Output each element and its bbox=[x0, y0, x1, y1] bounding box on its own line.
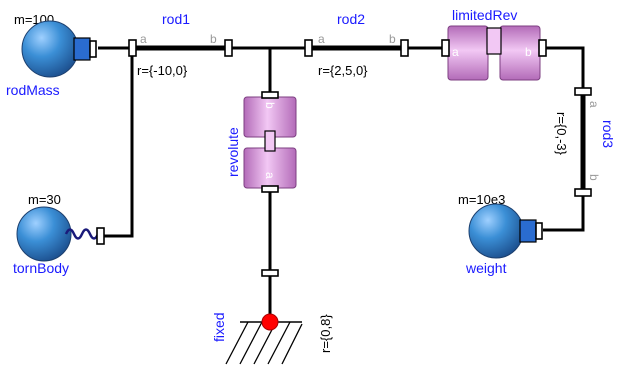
rod2-flange-a[interactable] bbox=[304, 39, 313, 57]
limitedrev-flange-a[interactable] bbox=[441, 39, 450, 57]
revolute-flange-b[interactable] bbox=[261, 91, 279, 99]
connection-wires bbox=[98, 46, 585, 273]
rod1[interactable]: rod1 a b r={-10,0} bbox=[128, 11, 233, 78]
revolute-label: revolute bbox=[225, 127, 241, 177]
rod3-param: r={0,-3} bbox=[554, 112, 569, 156]
rod3-flange-a[interactable] bbox=[574, 87, 592, 96]
rodmass-label: rodMass bbox=[6, 82, 60, 98]
revolute-housing-a bbox=[243, 147, 297, 189]
rod2[interactable]: rod2 a b r={2,5,0} bbox=[304, 11, 409, 78]
revolute-joint[interactable]: b a revolute bbox=[225, 91, 297, 193]
revolute-axis bbox=[264, 130, 276, 152]
wire-rod1-tornbody[interactable] bbox=[104, 48, 134, 238]
rod2-port-b-label: b bbox=[389, 32, 396, 46]
limitedrev-axis bbox=[486, 27, 502, 55]
tornbody-label: tornBody bbox=[13, 260, 69, 276]
rod3-flange-b[interactable] bbox=[574, 188, 592, 197]
revolute-port-b-label: b bbox=[263, 102, 277, 109]
limitedrev-port-b-label: b bbox=[525, 45, 532, 59]
rod1-flange-b[interactable] bbox=[224, 39, 233, 57]
rod1-flange-a[interactable] bbox=[128, 39, 137, 57]
rod3[interactable]: a b rod3 r={0,-3} bbox=[554, 87, 616, 197]
wire-rod3-weight[interactable] bbox=[543, 192, 585, 232]
fixed-hatch bbox=[225, 321, 303, 365]
weight-label: weight bbox=[465, 260, 507, 276]
fixed-ground[interactable]: fixed r={0,8} bbox=[211, 269, 333, 365]
rod2-param: r={2,5,0} bbox=[318, 63, 368, 78]
revolute-port-a-label: a bbox=[263, 172, 277, 179]
rodmass-flange bbox=[89, 40, 97, 58]
limitedrev-flange-b[interactable] bbox=[538, 39, 547, 57]
fixed-label: fixed bbox=[211, 312, 227, 342]
rod3-port-a-label: a bbox=[587, 101, 601, 108]
rod2-port-a-label: a bbox=[318, 32, 325, 46]
rod1-param: r={-10,0} bbox=[137, 63, 188, 78]
tornbody-spring bbox=[64, 228, 100, 240]
rod2-flange-b[interactable] bbox=[400, 39, 409, 57]
tornbody-param: m=30 bbox=[28, 192, 61, 207]
rod2-label: rod2 bbox=[337, 11, 365, 27]
weight-frame-port[interactable] bbox=[519, 219, 537, 243]
wire-limitedrev-rod3[interactable] bbox=[540, 46, 585, 92]
rod1-port-a-label: a bbox=[140, 32, 147, 46]
weight-flange bbox=[535, 222, 543, 240]
rod3-port-b-label: b bbox=[587, 174, 601, 181]
revolute-flange-a[interactable] bbox=[261, 185, 279, 193]
weight-body[interactable]: m=10e3 weight bbox=[458, 192, 543, 276]
tornbody-flange[interactable] bbox=[96, 227, 105, 245]
rodmass-frame-port[interactable] bbox=[73, 37, 91, 61]
limitedrev-housing-b bbox=[499, 25, 541, 81]
limitedrev-joint[interactable]: limitedRev a b bbox=[441, 7, 547, 81]
fixed-flange[interactable] bbox=[261, 269, 279, 277]
rod3-label: rod3 bbox=[600, 120, 616, 148]
weight-param: m=10e3 bbox=[458, 192, 505, 207]
fixed-param: r={0,8} bbox=[318, 314, 333, 353]
rod1-label: rod1 bbox=[162, 11, 190, 27]
rod1-port-b-label: b bbox=[210, 32, 217, 46]
fixed-point bbox=[261, 313, 279, 331]
rodmass-sphere bbox=[21, 20, 79, 78]
limitedrev-port-a-label: a bbox=[452, 45, 459, 59]
tornbody-sphere bbox=[16, 206, 72, 262]
limitedrev-label: limitedRev bbox=[452, 7, 517, 23]
rodmass-body[interactable]: m=100 rodMass bbox=[6, 12, 97, 98]
weight-sphere bbox=[468, 203, 524, 259]
tornbody-body[interactable]: m=30 tornBody bbox=[13, 192, 105, 276]
